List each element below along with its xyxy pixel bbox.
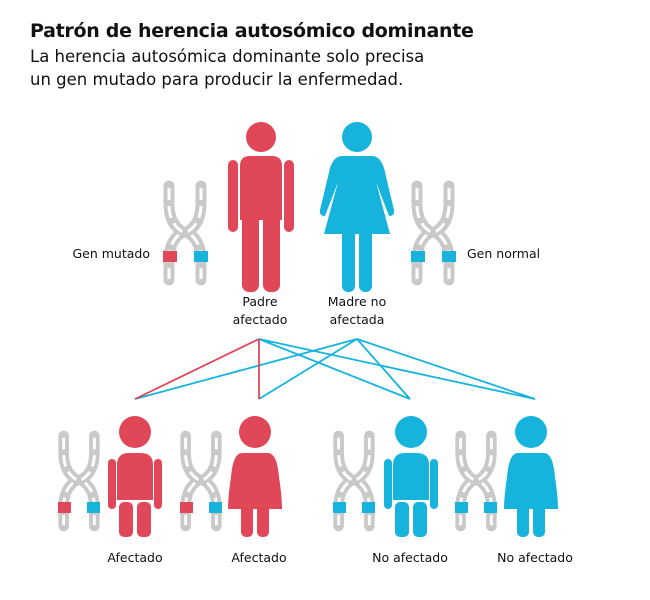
girl-figure [228, 416, 282, 537]
child-label: Afectado [231, 550, 286, 565]
child-4: No afectado [455, 416, 573, 565]
line-mother-child-3 [356, 338, 411, 400]
mutated-gene-band [163, 251, 177, 262]
child-chromosome [58, 436, 100, 526]
mutated-chromosome [163, 186, 208, 280]
girl-figure [504, 416, 558, 537]
line-mother-child-2 [258, 338, 358, 400]
normal-chromosome [411, 186, 456, 280]
line-mother-child-4 [356, 338, 536, 400]
father-label-2: afectado [233, 312, 288, 327]
child-chromosome [180, 436, 222, 526]
line-father-child-3 [258, 338, 411, 400]
line-father-child-4 [258, 338, 536, 400]
page-title: Patrón de herencia autosómico dominante [30, 20, 474, 42]
boy-figure [108, 416, 162, 537]
child-label: No afectado [372, 550, 448, 565]
line-father-child-1 [134, 338, 260, 400]
gene-band-right [87, 502, 100, 513]
child-label: No afectado [497, 550, 573, 565]
subtitle-line-1: La herencia autosómica dominante solo pr… [30, 47, 425, 66]
gene-band-left [180, 502, 193, 513]
father-figure [228, 122, 294, 292]
subtitle-line-2: un gen mutado para producir la enfermeda… [30, 70, 404, 89]
child-1: Afectado [58, 416, 163, 565]
boy-figure [384, 416, 438, 537]
mother-figure [319, 122, 395, 292]
normal-gene-band [194, 251, 208, 262]
gene-mutated-label: Gen mutado [72, 246, 150, 261]
gene-band-left [333, 502, 346, 513]
gene-band-right [362, 502, 375, 513]
gene-band-left [58, 502, 71, 513]
gene-normal-label: Gen normal [467, 246, 540, 261]
inheritance-lines [134, 338, 536, 400]
subtitle: La herencia autosómica dominante solo pr… [30, 45, 450, 91]
child-chromosome [333, 436, 375, 526]
line-mother-child-1 [134, 338, 358, 400]
mother-label-2: afectada [330, 312, 385, 327]
child-2: Afectado [180, 416, 287, 565]
child-label: Afectado [107, 550, 162, 565]
gene-band-right [209, 502, 222, 513]
normal-gene-band [411, 251, 425, 262]
gene-band-right [484, 502, 497, 513]
normal-gene-band [442, 251, 456, 262]
mother-label-1: Madre no [328, 294, 386, 309]
child-chromosome [455, 436, 497, 526]
children: Afectado Afectado No afectado No afectado [58, 416, 573, 565]
child-3: No afectado [333, 416, 448, 565]
father-label-1: Padre [242, 294, 277, 309]
gene-band-left [455, 502, 468, 513]
